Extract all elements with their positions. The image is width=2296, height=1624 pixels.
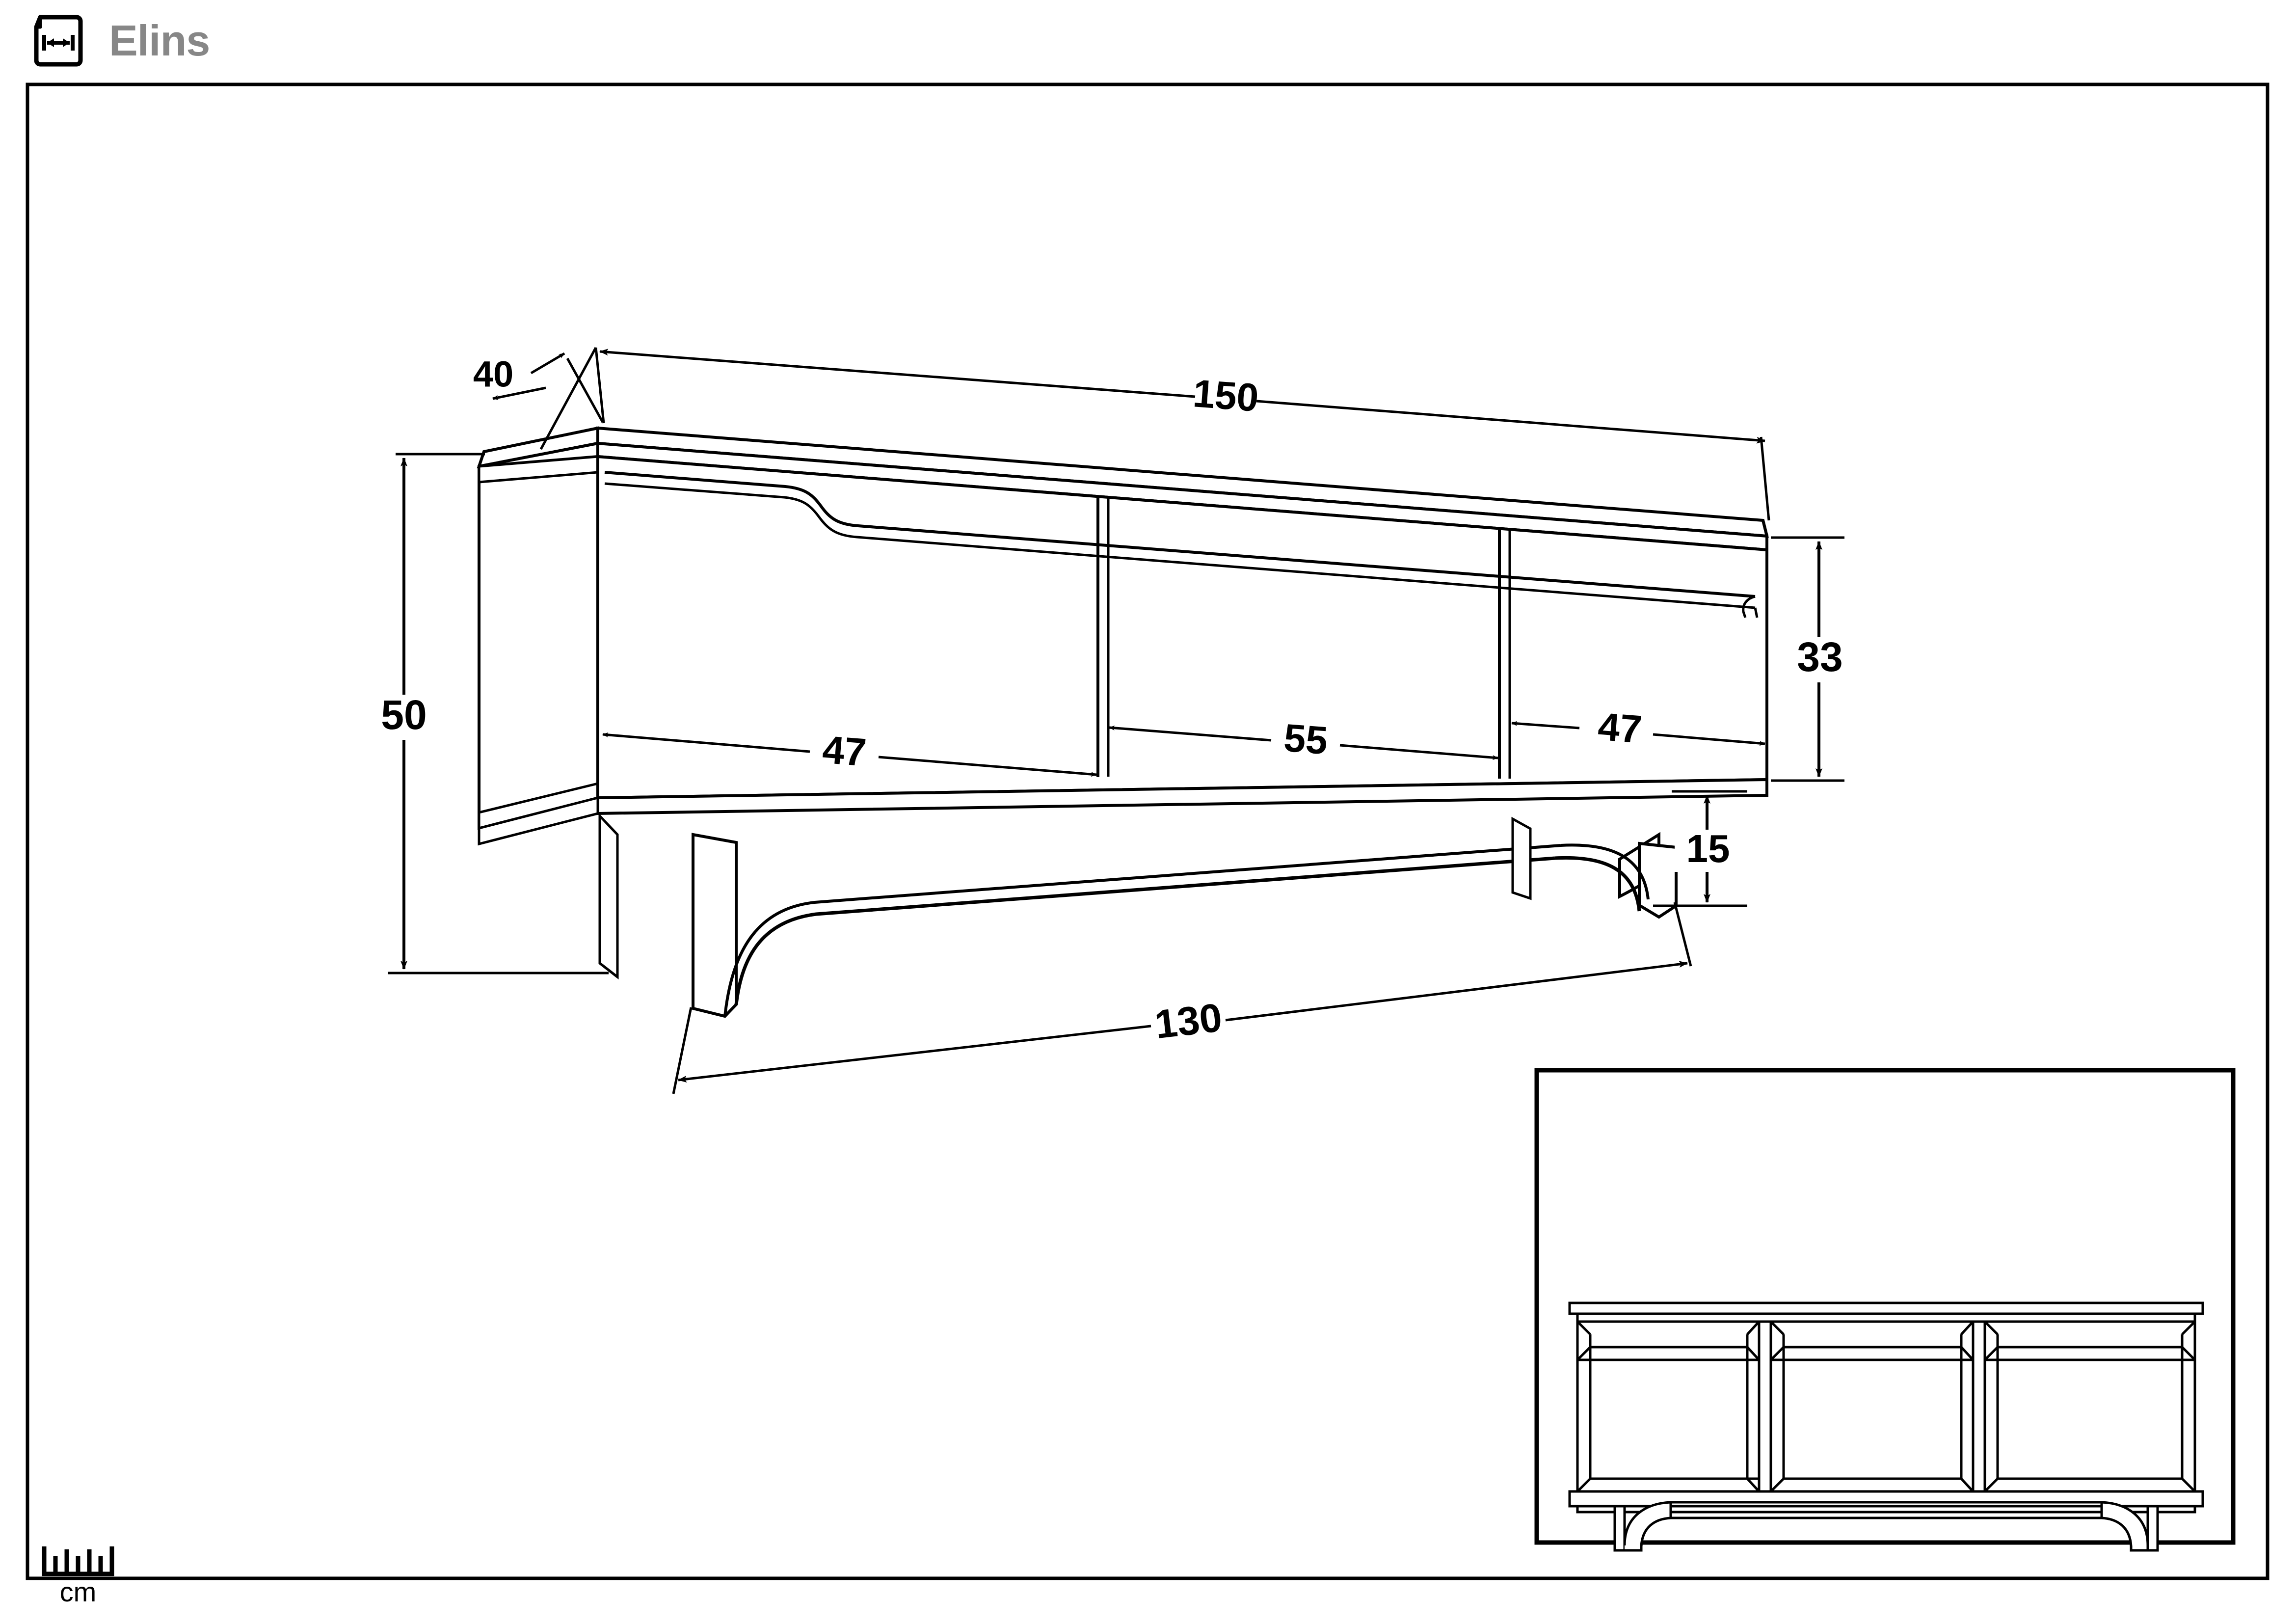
door-height-dimension-label: 33 [1797,634,1842,680]
unit-badge: cm [38,1537,132,1610]
right-door-width-dimension-label: 47 [1597,704,1644,752]
depth-dimension-label: 40 [473,354,513,395]
cabinet-isometric [477,426,1769,1018]
right-door-width-dimension: 47 [1511,704,1765,752]
unit-label: cm [60,1576,97,1607]
brand-name: Elins [109,16,210,65]
leg-height-dimension-label: 15 [1686,827,1730,870]
cabinet-top-slab [477,426,1769,552]
cabinet-sled-base [598,812,1678,1018]
middle-door-width-dimension-label: 55 [1282,716,1330,763]
left-door-width-dimension-label: 47 [821,728,868,775]
overall-height-dimension-label: 50 [381,692,427,738]
cabinet-left-side-panel [478,455,599,830]
cabinet-bottom-panel [478,778,1768,846]
inset-sled-base [1613,1501,2159,1552]
sheet-border [26,82,2269,1580]
brand-header: Elins [27,4,210,78]
depth-dimension: 40 [473,347,604,450]
base-width-dimension: 130 [672,902,1692,1094]
handle-recess-groove [604,471,1759,618]
dimension-document-icon [27,10,88,71]
door-height-dimension: 33 [1771,536,1855,782]
overall-height-dimension: 50 [369,453,609,974]
base-width-dimension-label: 130 [1152,995,1224,1047]
overall-width-dimension: 150 [594,347,1770,521]
middle-door-width-dimension: 55 [1109,716,1498,763]
interior-front-view [1534,1068,2236,1552]
door-divider-left [1096,496,1110,777]
door-divider-right [1498,528,1511,779]
leg-height-dimension: 15 [1653,790,1747,907]
left-door-width-dimension: 47 [602,728,1097,777]
overall-width-dimension-label: 150 [1192,371,1260,420]
